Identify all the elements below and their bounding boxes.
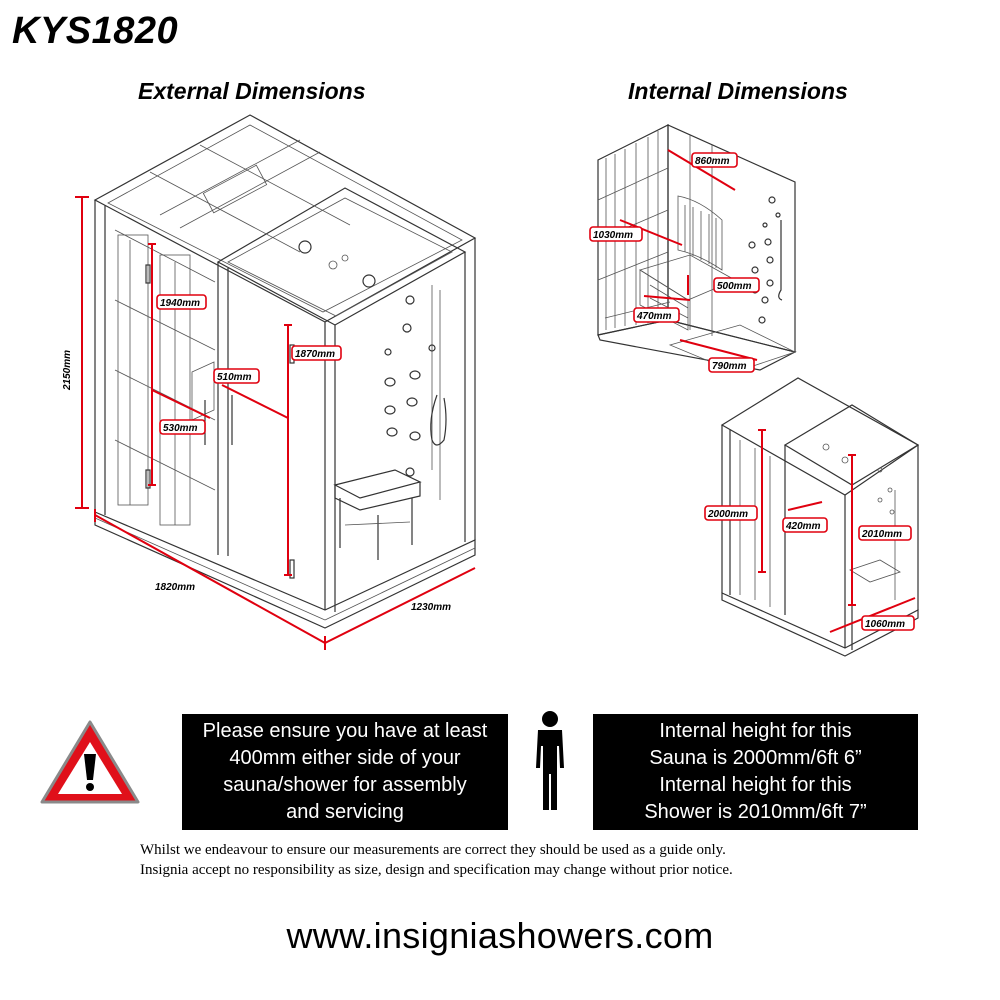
assembly-space-notice: Please ensure you have at least 400mm ei… bbox=[182, 714, 508, 830]
assembly-notice-line: and servicing bbox=[286, 801, 404, 823]
model-title: KYS1820 bbox=[12, 10, 179, 52]
dim-depth-label: 1230mm bbox=[411, 602, 451, 613]
height-notice-line: Shower is 2010mm/6ft 7” bbox=[644, 801, 867, 823]
dim-height-label: 2150mm bbox=[62, 350, 73, 391]
external-dimension-labels: 2150mm 1820mm 1230mm 1940mm 1870mm 510mm… bbox=[62, 294, 451, 613]
external-cabin-drawing bbox=[75, 114, 477, 650]
person-silhouette-icon bbox=[536, 711, 564, 810]
assembly-notice-line: 400mm either side of your bbox=[229, 747, 461, 769]
internal-cabin-drawing bbox=[720, 377, 920, 657]
dim-width-label: 1820mm bbox=[155, 582, 195, 593]
height-notice-line: Sauna is 2000mm/6ft 6” bbox=[649, 747, 862, 769]
dim-shower-height-label: 2010mm bbox=[861, 529, 902, 540]
assembly-notice-line: sauna/shower for assembly bbox=[223, 774, 467, 796]
dim-shower-width-label: 1060mm bbox=[865, 619, 905, 630]
internal-dimension-labels: 860mm 1030mm 500mm 470mm 790mm 2000mm 42… bbox=[589, 152, 915, 631]
internal-height-notice: Internal height for this Sauna is 2000mm… bbox=[593, 714, 918, 830]
dimension-drawings: 2150mm 1820mm 1230mm 1940mm 1870mm 510mm… bbox=[62, 114, 920, 657]
dim-shower-depth-label: 790mm bbox=[712, 361, 747, 372]
disclaimer-line: Insignia accept no responsibility as siz… bbox=[140, 862, 733, 878]
disclaimer-line: Whilst we endeavour to ensure our measur… bbox=[140, 842, 726, 858]
dim-bench-depth-label: 470mm bbox=[636, 311, 672, 322]
dim-sauna-width-label: 860mm bbox=[695, 156, 730, 167]
assembly-notice-line: Please ensure you have at least bbox=[202, 720, 488, 742]
dim-door-width-label: 510mm bbox=[217, 372, 252, 383]
dim-sauna-door-width-label: 530mm bbox=[163, 423, 198, 434]
external-dimensions-heading: External Dimensions bbox=[138, 78, 366, 104]
warning-triangle-icon bbox=[40, 720, 140, 804]
height-notice-line: Internal height for this bbox=[659, 774, 852, 796]
dim-sauna-door-label: 1940mm bbox=[160, 298, 200, 309]
dim-bench-height-label: 500mm bbox=[717, 281, 752, 292]
internal-dimensions-heading: Internal Dimensions bbox=[628, 78, 848, 104]
height-notice-line: Internal height for this bbox=[659, 720, 852, 742]
dim-door-opening-label: 420mm bbox=[785, 521, 821, 532]
dim-sauna-height-label: 2000mm bbox=[707, 509, 748, 520]
dim-shower-door-label: 1870mm bbox=[295, 349, 335, 360]
website-url[interactable]: www.insigniashowers.com bbox=[286, 915, 714, 956]
dim-bench-backrest-label: 1030mm bbox=[593, 230, 633, 241]
